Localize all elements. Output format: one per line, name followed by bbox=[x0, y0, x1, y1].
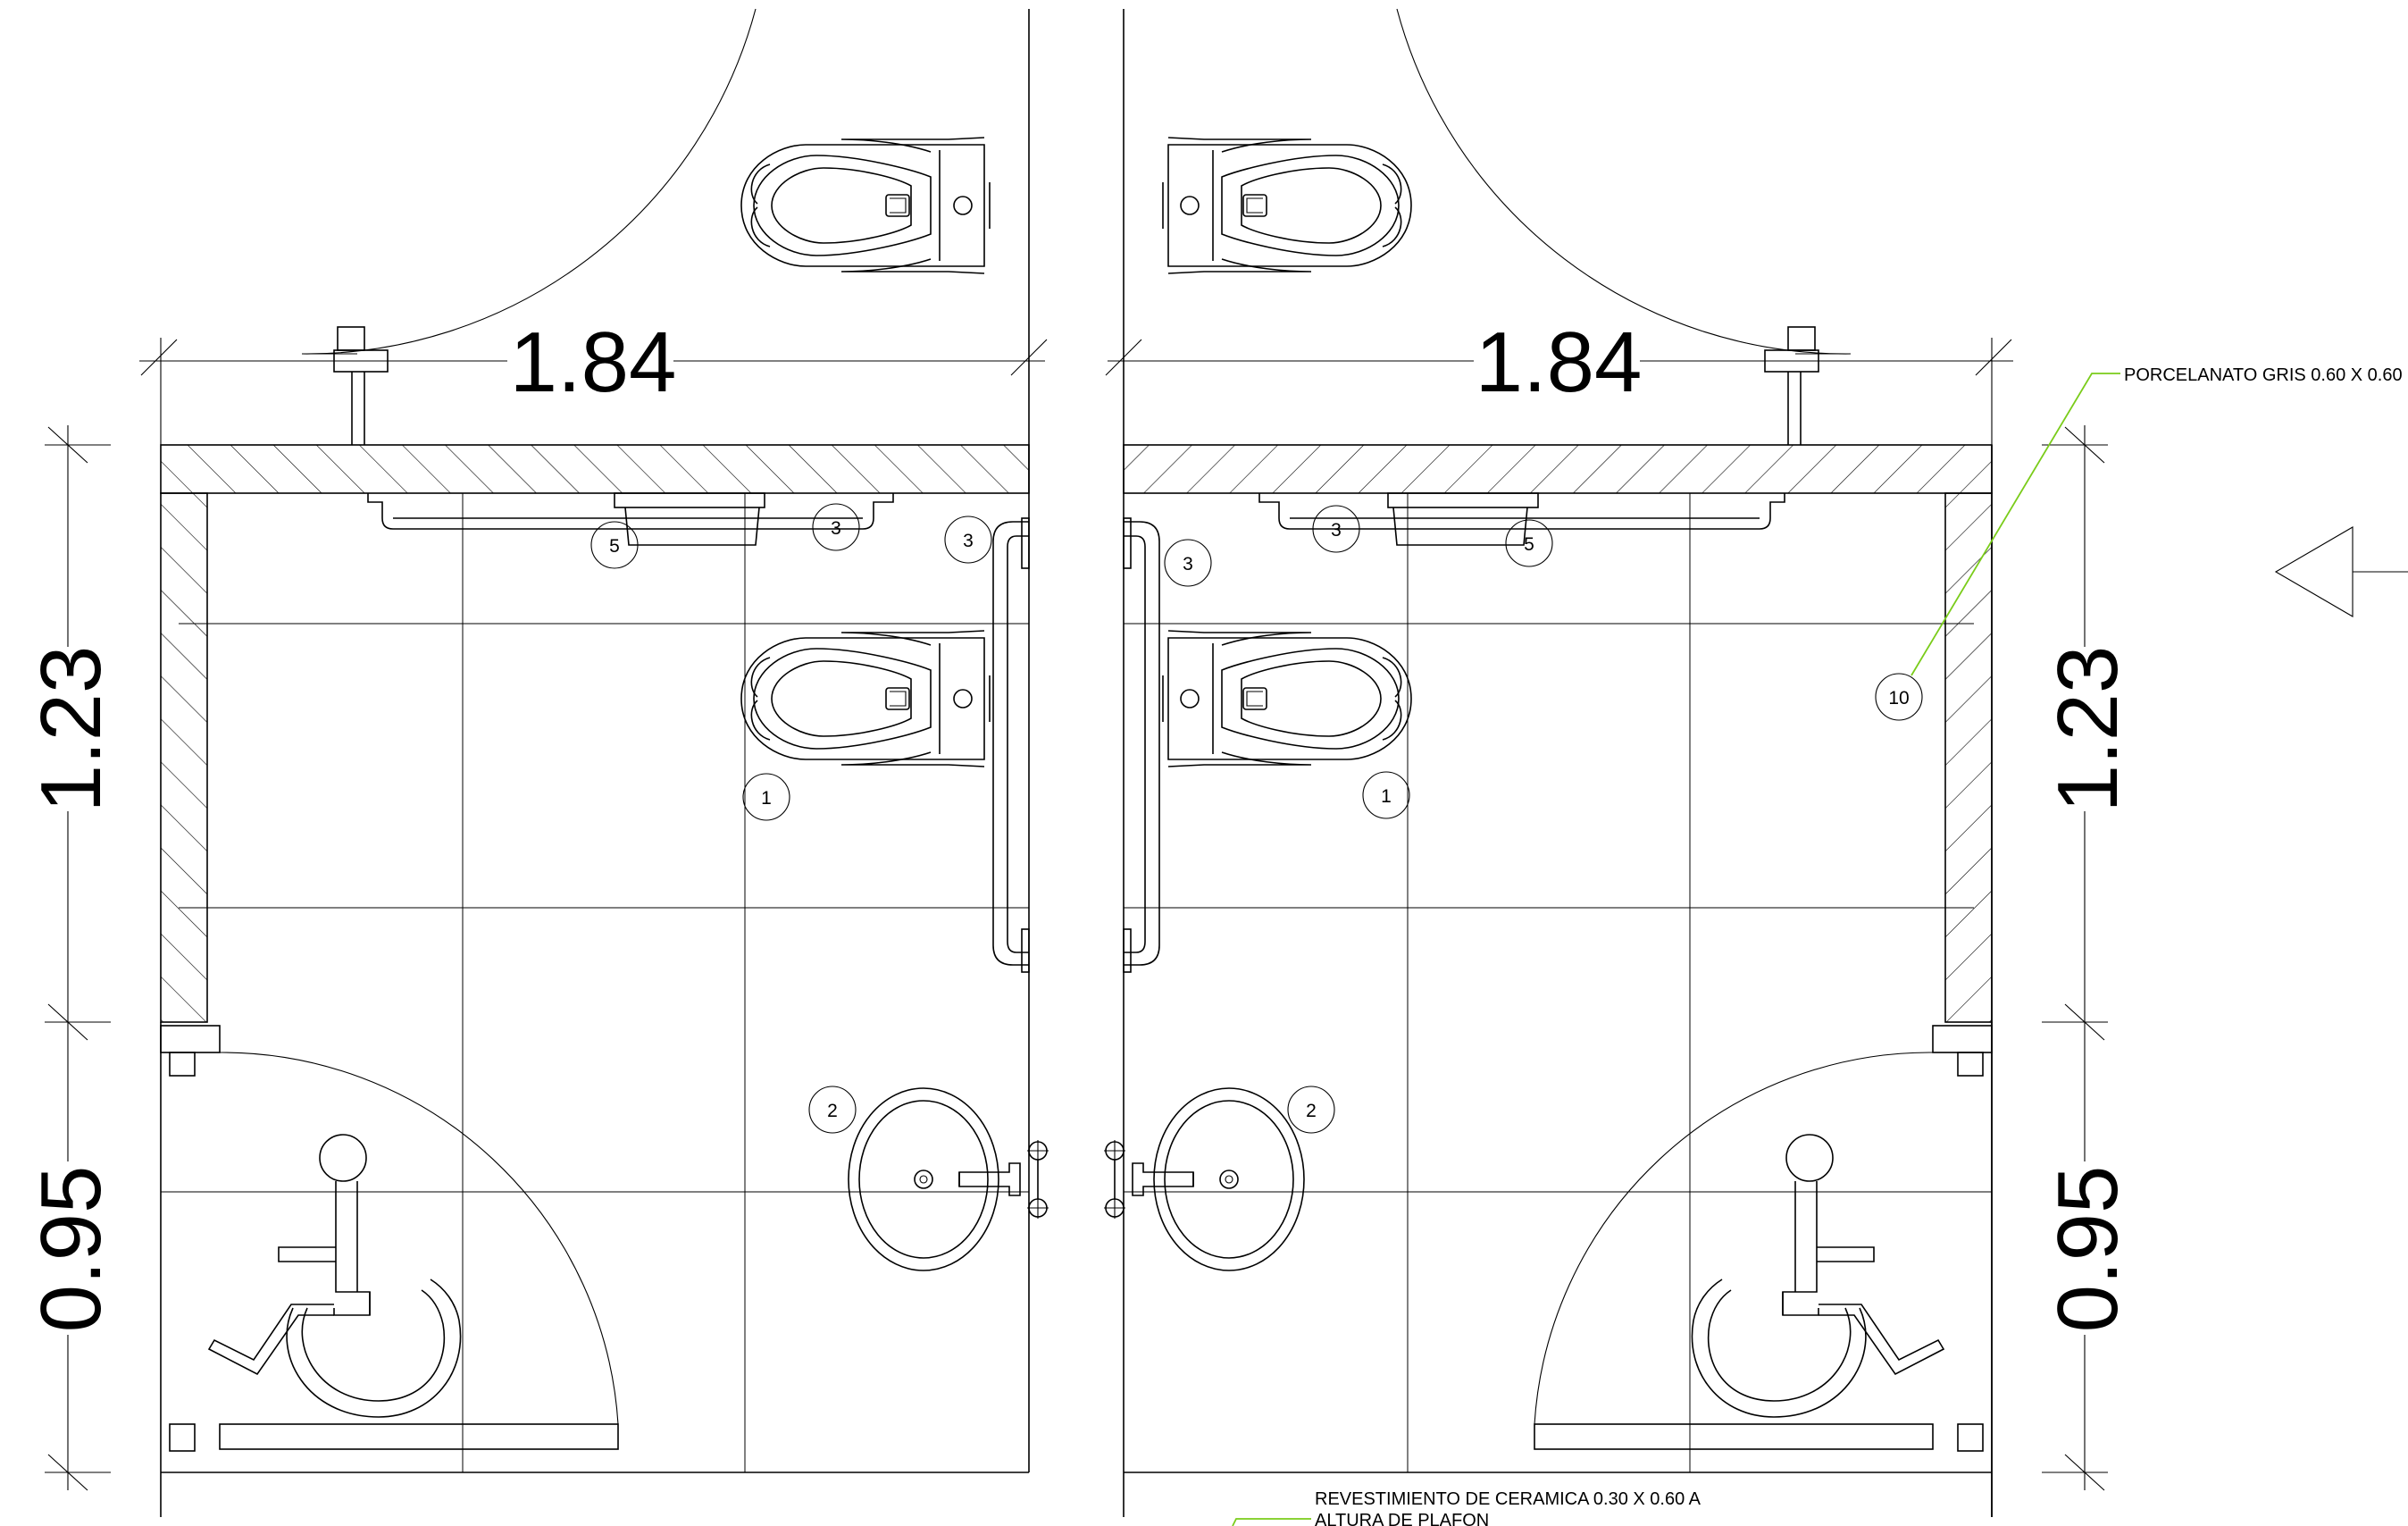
left-side-grab-bar bbox=[992, 517, 1030, 973]
tag-grab-bar-left-rear: 3 bbox=[831, 518, 841, 539]
dim-left-width: 1.84 bbox=[510, 314, 677, 410]
right-restroom bbox=[1103, 8, 1993, 1517]
tag-bubbles: 5 3 3 1 2 3 3 5 1 2 10 bbox=[590, 503, 1923, 1134]
toilet-left bbox=[740, 630, 991, 767]
dimension-right-vertical bbox=[2042, 425, 2126, 1491]
left-floor-grid bbox=[161, 493, 1029, 1472]
tag-dispenser-right: 5 bbox=[1524, 534, 1534, 555]
left-rear-grab-bar bbox=[367, 492, 894, 546]
tag-floor: 10 bbox=[1888, 688, 1909, 708]
north-arrow bbox=[2274, 526, 2408, 617]
tag-dispenser-left: 5 bbox=[609, 536, 620, 557]
tag-toilet-left: 1 bbox=[761, 788, 772, 809]
tag-lavatory-right: 2 bbox=[1306, 1101, 1317, 1121]
dim-left-lower-height: 0.95 bbox=[23, 1166, 119, 1333]
tag-grab-bar-left-side: 3 bbox=[963, 531, 974, 551]
dim-right-upper-height: 1.23 bbox=[2040, 646, 2136, 813]
dim-right-width: 1.84 bbox=[1476, 314, 1643, 410]
tag-lavatory-left: 2 bbox=[827, 1101, 838, 1121]
dim-right-lower-height: 0.95 bbox=[2040, 1166, 2136, 1333]
note-wall-finish-line2: ALTURA DE PLAFON bbox=[1315, 1511, 1489, 1526]
wall-finish-leader bbox=[1232, 1518, 1311, 1526]
left-top-wall bbox=[161, 445, 1029, 493]
tag-toilet-right: 1 bbox=[1381, 786, 1392, 807]
toilet-upper-left bbox=[740, 137, 991, 274]
left-door-swing bbox=[219, 1052, 619, 1450]
dimension-right-width bbox=[1105, 314, 2013, 445]
dim-left-upper-height: 1.23 bbox=[23, 646, 119, 813]
left-restroom bbox=[160, 8, 1049, 1517]
note-floor-finish: PORCELANATO GRIS 0.60 X 0.60 bbox=[2124, 365, 2403, 385]
dimension-left-vertical bbox=[27, 425, 111, 1491]
tag-grab-bar-right-side: 3 bbox=[1183, 554, 1193, 574]
note-wall-finish-line1: REVESTIMIENTO DE CERAMICA 0.30 X 0.60 A bbox=[1315, 1489, 1701, 1509]
floor-finish-leader bbox=[1911, 373, 2120, 676]
lavatory-left bbox=[848, 1087, 1049, 1271]
tag-grab-bar-right-rear: 3 bbox=[1331, 520, 1342, 541]
left-side-wall bbox=[161, 493, 207, 1022]
dimension-left-width bbox=[139, 314, 1048, 445]
accessible-wheelchair-symbol-left bbox=[208, 1134, 462, 1418]
